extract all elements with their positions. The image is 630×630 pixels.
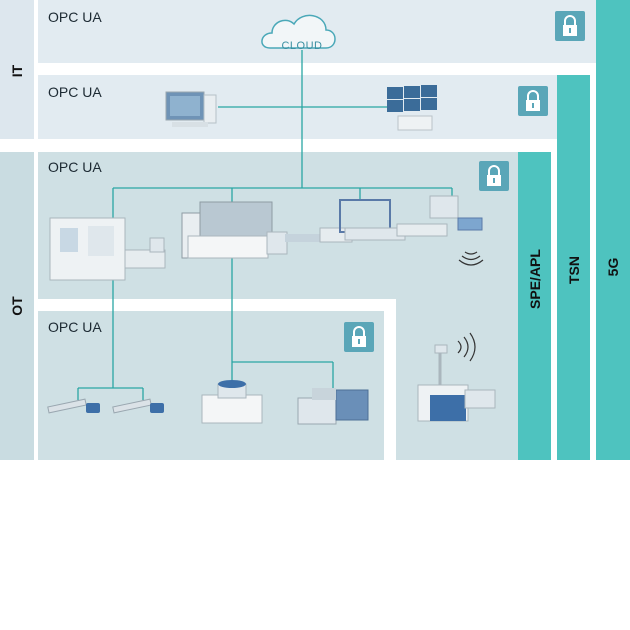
cloud-icon <box>261 14 336 49</box>
lock-icon <box>518 86 548 116</box>
zone3-protocol-label: OPC UA <box>48 159 102 175</box>
bar-5g <box>596 0 630 460</box>
lock-icon <box>555 11 585 41</box>
zone1-protocol-label: OPC UA <box>48 9 102 25</box>
lock-icon <box>344 322 374 352</box>
it-layer-band <box>0 0 34 139</box>
zone2-protocol-label: OPC UA <box>48 84 102 100</box>
zone4-protocol-label: OPC UA <box>48 319 102 335</box>
zone-production-extension <box>396 299 518 460</box>
wireless-icon <box>457 332 476 362</box>
sensor-icon <box>47 398 164 414</box>
wireless-icon <box>458 251 484 266</box>
lock-icon <box>479 161 509 191</box>
motor-icon <box>297 388 369 425</box>
computer-icon <box>165 91 217 127</box>
bar-spe-apl <box>518 152 551 460</box>
network-diagram <box>47 14 496 425</box>
controller-icon <box>201 380 263 424</box>
bar-tsn <box>557 75 590 460</box>
zone-field <box>38 311 384 460</box>
cloud-label: CLOUD <box>281 40 323 52</box>
production-line-icon <box>49 195 483 281</box>
ot-layer-band <box>0 152 34 460</box>
monitor-wall-icon <box>387 85 437 131</box>
robot-icon <box>417 344 496 422</box>
